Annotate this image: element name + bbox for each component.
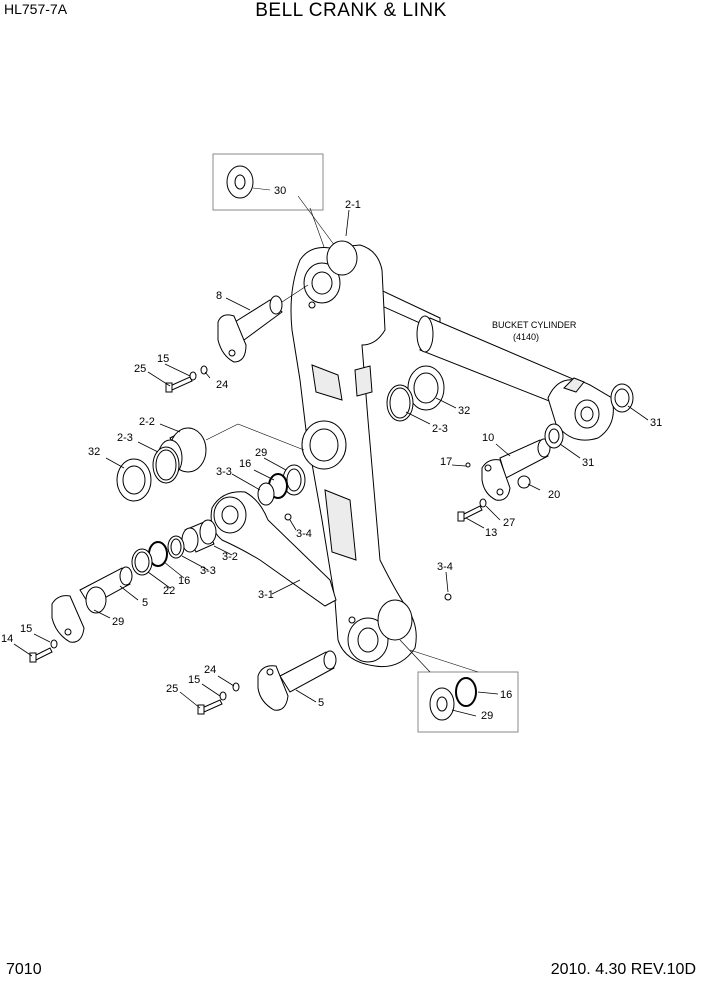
bell-crank (290, 240, 417, 668)
callout-15-lower: 15 (188, 674, 200, 686)
seal-29-mid (282, 464, 306, 496)
callout-13: 13 (485, 527, 497, 539)
bushing-3-3-lower (167, 535, 185, 559)
page-title: BELL CRANK & LINK (255, 0, 447, 21)
callout-22: 22 (163, 585, 175, 597)
callout-20: 20 (548, 489, 560, 501)
callout-25-lower: 25 (166, 683, 178, 695)
callout-15-upper: 15 (157, 353, 169, 365)
detail-box-bottom (417, 671, 519, 733)
washer-32-upper (407, 365, 445, 411)
detail-box-top (212, 153, 324, 211)
callout-3-2: 3-2 (222, 551, 238, 563)
washer-31-right (610, 383, 634, 413)
callout-2-1: 2-1 (345, 199, 361, 211)
bucket-cylinder (354, 277, 614, 441)
model-number: HL757-7A (4, 1, 68, 17)
part-20 (465, 462, 531, 489)
leader-lines (13, 209, 649, 717)
callout-10: 10 (482, 432, 494, 444)
callout-25-upper: 25 (134, 363, 146, 375)
grease-3-4-upper (284, 513, 292, 521)
callout-27: 27 (503, 517, 515, 529)
callout-29-mid: 29 (255, 447, 267, 459)
grease-3-4-lower (444, 593, 452, 601)
callout-3-4-upper: 3-4 (296, 528, 312, 540)
bucket-cylinder-ref: (4140) (513, 332, 539, 342)
bushing-3-3-upper (257, 482, 275, 506)
callout-14: 14 (1, 633, 13, 645)
callout-32-left: 32 (88, 446, 100, 458)
callout-30: 30 (274, 185, 286, 197)
callout-2-3-upper: 2-3 (432, 423, 448, 435)
callout-5-left: 5 (142, 597, 148, 609)
callout-8: 8 (216, 290, 222, 302)
pin-10 (481, 438, 551, 501)
callout-15-left: 15 (20, 623, 32, 635)
callout-2-2: 2-2 (139, 416, 155, 428)
link-3-1 (210, 491, 337, 607)
callout-16-mid: 16 (239, 458, 251, 470)
callout-16-detail: 16 (500, 689, 512, 701)
bolt-25-upper (165, 365, 208, 393)
bolt-14 (29, 639, 58, 663)
callout-32-upper: 32 (458, 405, 470, 417)
bolt-25-lower (197, 682, 240, 715)
page-number: 7010 (6, 961, 42, 978)
bushing-2-3-left (152, 446, 180, 484)
revision-date: 2010. 4.30 REV.10D (550, 961, 696, 978)
bushing-3-2 (181, 519, 217, 553)
washer-29-detail (429, 687, 455, 721)
bucket-cylinder-label: BUCKET CYLINDER (492, 320, 577, 330)
callout-3-1: 3-1 (258, 589, 274, 601)
callout-17: 17 (440, 456, 452, 468)
callout-24-upper: 24 (216, 379, 228, 391)
callout-3-3-lower: 3-3 (200, 565, 216, 577)
seal-16-detail (455, 677, 477, 707)
pin-8 (217, 295, 283, 363)
callout-24-lower: 24 (204, 664, 216, 676)
callout-3-4-lower: 3-4 (437, 561, 453, 573)
callout-16-left: 16 (178, 575, 190, 587)
callout-31-right: 31 (650, 417, 662, 429)
callout-29-detail: 29 (481, 710, 493, 722)
callout-3-3-upper: 3-3 (216, 466, 232, 478)
washer-32-left (116, 458, 152, 502)
callout-2-3-left: 2-3 (117, 432, 133, 444)
callout-5-bottom: 5 (318, 697, 324, 709)
bushing-2-3-upper (386, 384, 414, 422)
washer-22 (131, 548, 153, 576)
washer-31-mid (544, 423, 564, 449)
callout-31-mid: 31 (582, 457, 594, 469)
bolt-13 (457, 498, 487, 522)
pin-5-bottom (257, 650, 337, 711)
pin-5-left (51, 566, 133, 643)
washer-30 (226, 165, 254, 199)
callout-29-left: 29 (112, 616, 124, 628)
